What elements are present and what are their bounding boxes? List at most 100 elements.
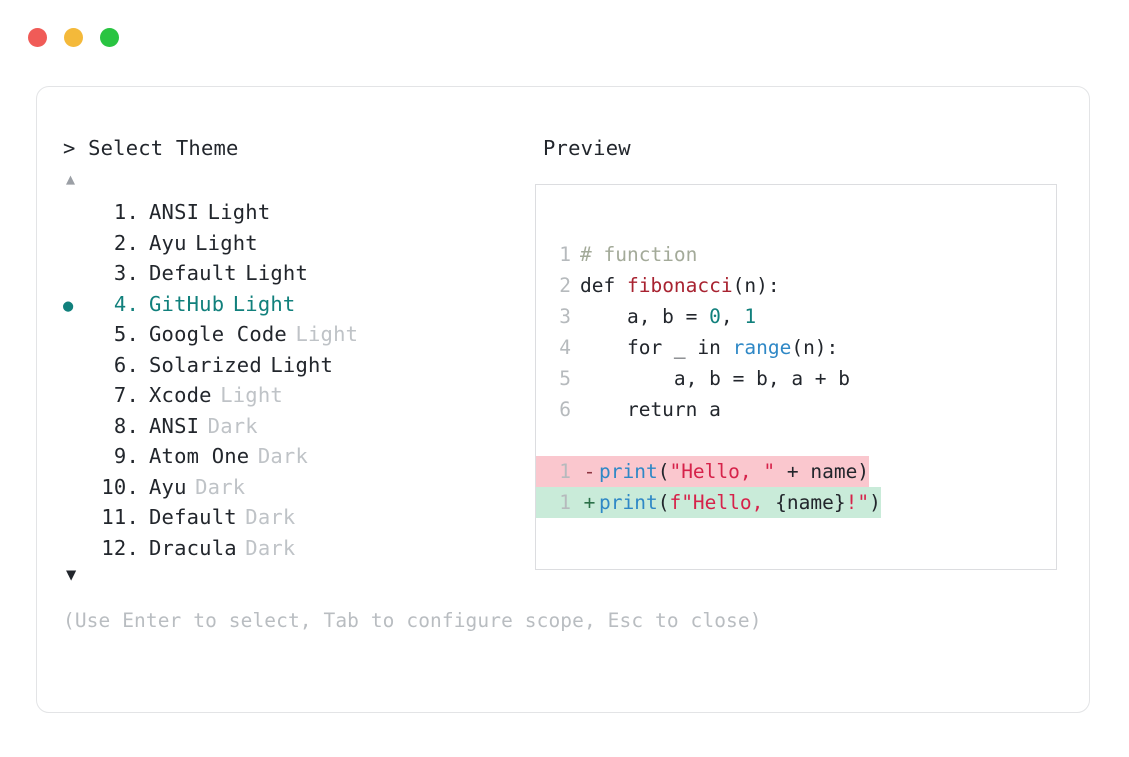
window-traffic-lights [28, 28, 119, 47]
code-token-plain: for _ in [580, 336, 733, 359]
code-token-fn: fibonacci [626, 274, 733, 297]
diff-minus-icon: - [583, 460, 596, 483]
theme-item-number: 9. [113, 444, 139, 468]
diff-added-line: 1+print(f"Hello, {name}!") [536, 487, 881, 518]
theme-item-number: 8. [113, 413, 139, 438]
code-line: 1 # function [554, 239, 1056, 270]
theme-item-name: Solarized [149, 352, 262, 377]
theme-item-variant: Light [207, 200, 271, 224]
theme-item-name: GitHub [149, 291, 225, 316]
theme-item-variant: Dark [195, 474, 246, 499]
code-line: 2 def fibonacci(n): [554, 270, 1056, 301]
diff-plus-icon: + [583, 491, 596, 514]
code-token-plain: return a [580, 398, 721, 421]
code-line: 4 for _ in range(n): [554, 332, 1056, 363]
code-line-number: 1 [559, 243, 571, 266]
code-token-num: 0 [709, 305, 721, 328]
theme-item-variant: Light [232, 291, 296, 316]
prompt-header: > Select Theme [63, 135, 535, 161]
code-line-number: 2 [559, 274, 571, 297]
code-token-plain: a, b = b, a + b [580, 367, 851, 390]
code-token-str: !" [845, 491, 870, 514]
theme-list-item[interactable]: 12. Dracula Dark [63, 533, 535, 564]
theme-list-item[interactable]: 7. Xcode Light [63, 380, 535, 411]
code-token-builtin: range [732, 336, 792, 359]
code-token-punct: ( [657, 491, 670, 514]
theme-list-item[interactable]: 11. Default Dark [63, 502, 535, 533]
theme-item-variant: Dark [245, 535, 296, 560]
theme-item-number: 2. [113, 230, 139, 255]
code-token-builtin: print [599, 460, 658, 483]
theme-item-variant: Light [195, 230, 258, 255]
theme-item-name: Default [149, 261, 237, 285]
code-spacer [554, 425, 1056, 456]
code-token-plain: a, b = [580, 305, 710, 328]
code-line-number: 6 [559, 398, 571, 421]
minimize-window-button[interactable] [64, 28, 83, 47]
theme-item-variant: Light [270, 352, 334, 377]
code-token-punct: (n): [791, 336, 839, 359]
theme-list-item[interactable]: 2. Ayu Light [63, 228, 535, 259]
page-title [76, 136, 89, 160]
maximize-window-button[interactable] [100, 28, 119, 47]
diff-line-number: 1 [559, 460, 571, 483]
code-line: 5 a, b = b, a + b [554, 363, 1056, 394]
code-line: 3 a, b = 0, 1 [554, 301, 1056, 332]
diff-removed-line: 1-print("Hello, " + name) [536, 456, 870, 487]
prompt-caret-icon: > [63, 136, 76, 160]
theme-item-name: Xcode [149, 383, 212, 407]
theme-item-name: ANSI [149, 200, 200, 224]
code-token-plain: , [720, 305, 745, 328]
scroll-down-arrow-icon[interactable]: ▼ [66, 565, 77, 585]
scroll-up-arrow-icon[interactable]: ▲ [66, 170, 76, 188]
close-window-button[interactable] [28, 28, 47, 47]
code-line-content: def fibonacci(n): [580, 270, 780, 301]
theme-item-name: Atom One [149, 444, 250, 468]
theme-list-item[interactable]: 8. ANSI Dark [63, 411, 535, 442]
code-line-content: a, b = b, a + b [580, 363, 850, 394]
theme-list-item[interactable]: 1. ANSI Light [63, 197, 535, 228]
theme-item-number: 7. [113, 383, 139, 407]
theme-item-name: Dracula [149, 535, 237, 560]
theme-item-variant: Dark [245, 505, 296, 529]
code-token-punct: ( [657, 460, 670, 483]
theme-item-variant: Light [220, 383, 283, 407]
keyboard-hint: (Use Enter to select, Tab to configure s… [63, 609, 762, 632]
code-line-content: return a [580, 394, 721, 425]
code-token-plain: {name} [775, 491, 846, 514]
code-token-comment: # function [580, 243, 698, 266]
theme-item-variant: Light [295, 322, 359, 346]
theme-item-name: Google Code [149, 322, 287, 346]
theme-item-variant: Light [245, 261, 309, 285]
diff-block: 1-print("Hello, " + name)1+print(f"Hello… [536, 456, 1056, 518]
theme-item-number: 12. [101, 535, 139, 560]
code-token-str: "Hello, " [669, 460, 776, 483]
diff-line-content: print("Hello, " + name) [599, 456, 869, 487]
theme-item-name: Ayu [149, 474, 187, 499]
theme-item-name: Default [149, 505, 237, 529]
code-token-plain: + name) [775, 460, 870, 483]
theme-item-number: 11. [101, 505, 139, 529]
code-token-num: 1 [744, 305, 757, 328]
theme-item-number: 1. [113, 200, 139, 224]
code-token-kw: def [580, 274, 627, 297]
theme-item-variant: Dark [207, 413, 258, 438]
code-line: 6 return a [554, 394, 1056, 425]
code-line-content: a, b = 0, 1 [580, 301, 756, 332]
code-token-punct: (n): [732, 274, 780, 297]
theme-item-name: ANSI [149, 413, 200, 438]
theme-item-name: Ayu [149, 230, 187, 255]
